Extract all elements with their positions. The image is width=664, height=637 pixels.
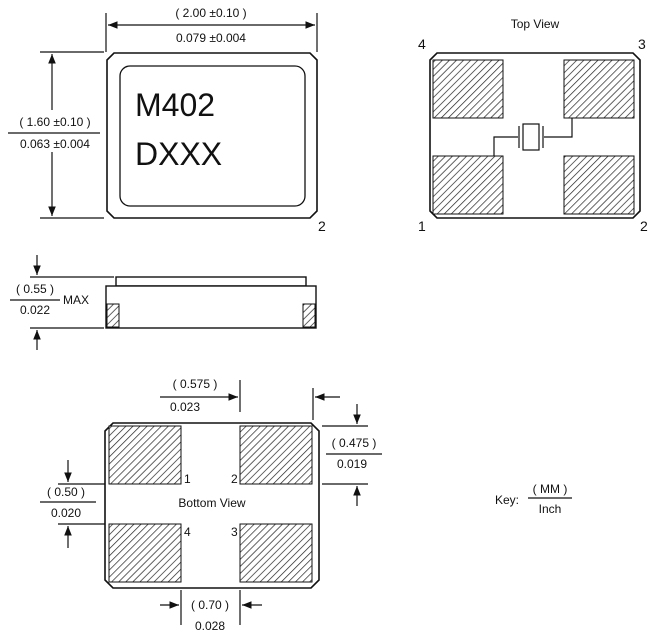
pad-height-inch-label: 0.019 xyxy=(337,457,367,471)
key-unit-mm: ( MM ) xyxy=(533,482,568,496)
bottom-pad-3 xyxy=(239,523,313,583)
key-label: Key: xyxy=(495,493,519,507)
bottom-pin-2-label: 2 xyxy=(231,472,238,486)
top-pad-2 xyxy=(563,155,635,215)
pad-width-inch-label: 0.023 xyxy=(170,400,200,414)
lid-outline xyxy=(119,65,306,207)
side-height-inch-label: 0.022 xyxy=(20,303,50,317)
pad-gap-v-inch-label: 0.020 xyxy=(51,506,81,520)
bottom-view: 1 2 4 3 Bottom View ( 0.575 ) 0.023 ( 0.… xyxy=(40,377,382,633)
side-terminal-left xyxy=(106,303,120,328)
package-outline xyxy=(106,52,318,219)
top-pin-2-label: 2 xyxy=(640,218,648,234)
top-view-title: Top View xyxy=(511,17,560,31)
crystal-lead xyxy=(493,136,518,156)
bottom-pin-4-label: 4 xyxy=(184,525,191,539)
pad-width-mm-label: ( 0.575 ) xyxy=(173,377,218,391)
top-pin-3-label: 3 xyxy=(638,36,646,52)
top-pad-4 xyxy=(432,59,504,119)
side-body xyxy=(105,285,317,329)
pin-label: 2 xyxy=(318,218,326,234)
side-terminal-right xyxy=(302,303,316,328)
bottom-pin-1-label: 1 xyxy=(184,472,191,486)
side-view: ( 0.55 ) 0.022 MAX xyxy=(10,255,317,350)
bottom-pad-4 xyxy=(108,523,182,583)
top-pin-1-label: 1 xyxy=(418,218,426,234)
top-outline-view: ( 2.00 ±0.10 ) 0.079 ±0.004 ( 1.60 ±0.10… xyxy=(8,6,326,234)
max-label: MAX xyxy=(63,293,89,307)
marking-line-2: DXXX xyxy=(135,136,222,172)
side-height-mm-label: ( 0.55 ) xyxy=(16,282,54,296)
bottom-pin-3-label: 3 xyxy=(231,525,238,539)
pad-gap-v-mm-label: ( 0.50 ) xyxy=(47,485,85,499)
top-pad-1 xyxy=(432,155,504,215)
top-pin-4-label: 4 xyxy=(418,36,426,52)
top-pad-3 xyxy=(563,59,635,119)
bottom-pad-1 xyxy=(108,425,182,485)
crystal-lead xyxy=(544,118,573,138)
top-view: Top View 4 3 1 2 xyxy=(418,17,648,234)
pad-gap-h-mm-label: ( 0.70 ) xyxy=(191,598,229,612)
marking-line-1: M402 xyxy=(135,87,215,123)
pad-height-mm-label: ( 0.475 ) xyxy=(332,436,377,450)
width-inch-label: 0.079 ±0.004 xyxy=(176,31,246,45)
crystal-symbol xyxy=(493,118,573,156)
bottom-view-title: Bottom View xyxy=(178,496,245,510)
bottom-pad-2 xyxy=(239,425,313,485)
height-mm-label: ( 1.60 ±0.10 ) xyxy=(19,115,90,129)
pad-gap-h-inch-label: 0.028 xyxy=(195,619,225,633)
height-inch-label: 0.063 ±0.004 xyxy=(20,137,90,151)
width-mm-label: ( 2.00 ±0.10 ) xyxy=(175,6,246,20)
crystal-body xyxy=(522,123,540,151)
side-lid xyxy=(115,276,307,287)
unit-key: Key: ( MM ) Inch xyxy=(495,482,572,516)
key-unit-inch: Inch xyxy=(539,502,562,516)
